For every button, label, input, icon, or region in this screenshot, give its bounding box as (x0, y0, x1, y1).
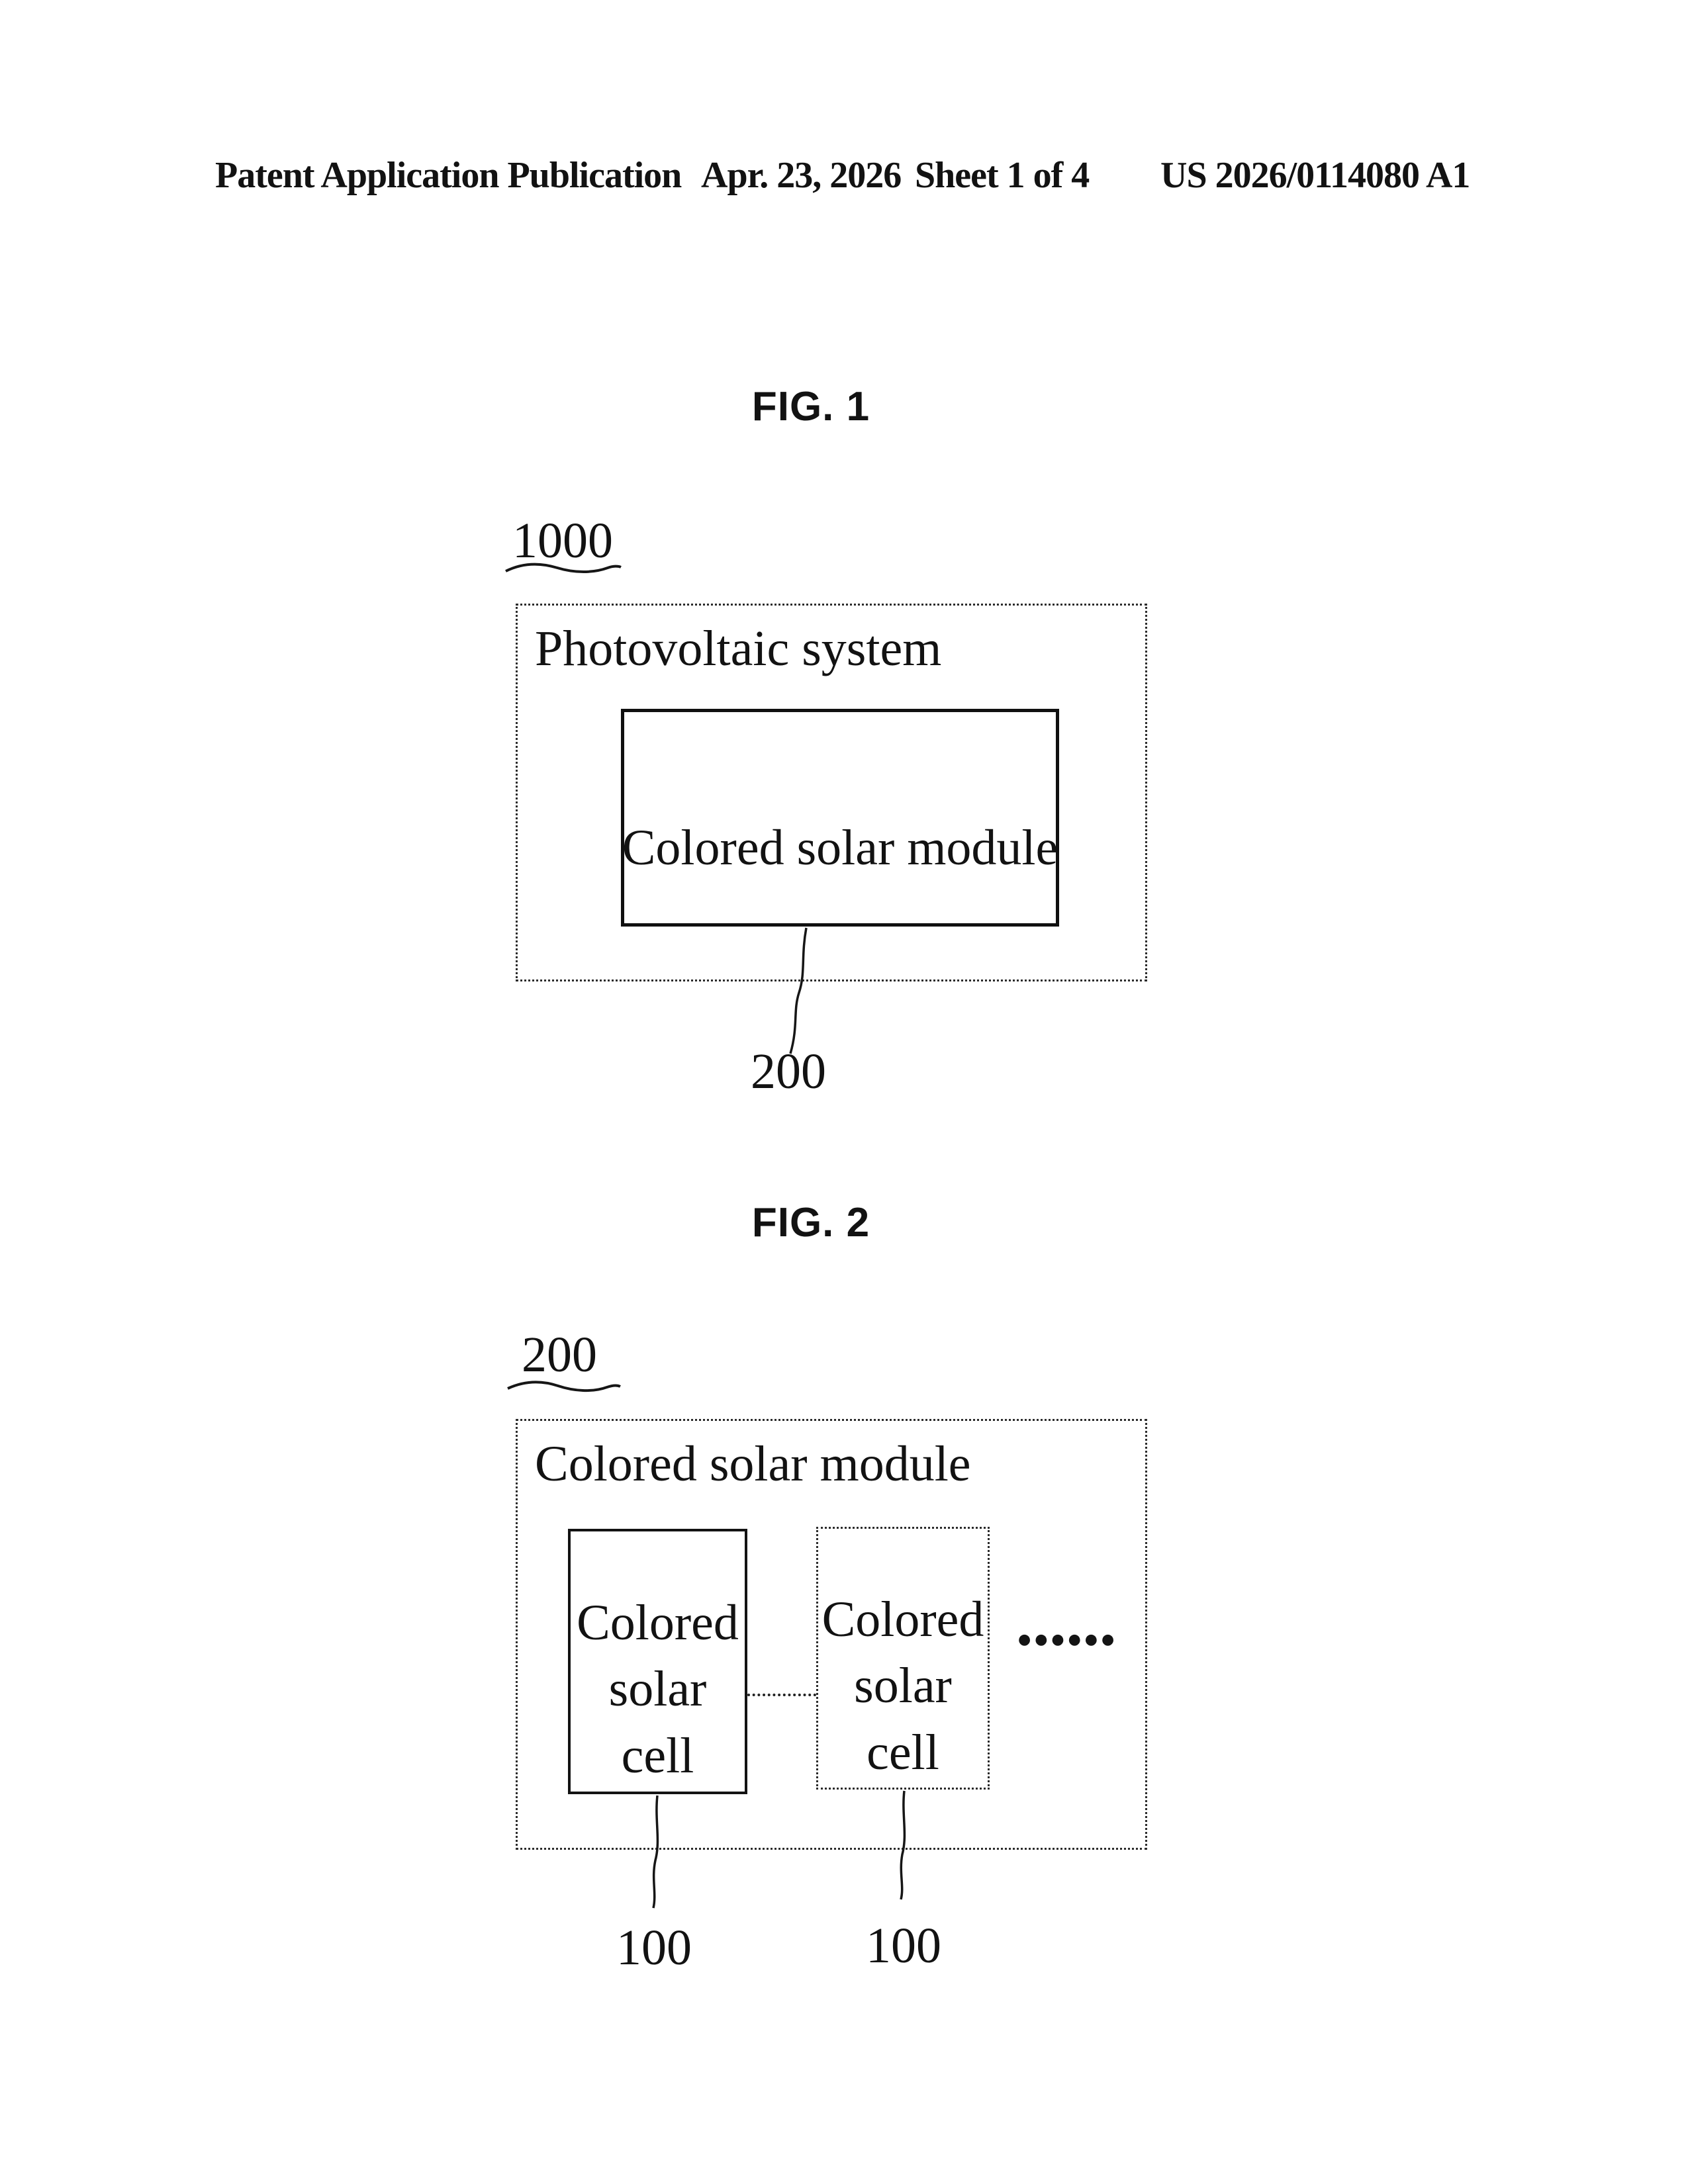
fig2-ref-100-left: 100 (616, 1920, 692, 1976)
ref-200-underline-squiggle (507, 1381, 621, 1392)
cell-right-line1: Colored (821, 1592, 984, 1648)
fig1-leader-line-200 (789, 927, 808, 1054)
fig1-colored-solar-module-label: Colored solar module (622, 819, 1058, 876)
fig2-colored-solar-cell-box-left: Colored solar cell (568, 1529, 747, 1794)
header-publication-type: Patent Application Publication (215, 155, 682, 196)
more-cells-ellipsis-dots: ●●●●●● (1018, 1631, 1119, 1648)
header-document-number: US 2026/0114080 A1 (1160, 155, 1470, 196)
cell-left-line2: solar (608, 1661, 707, 1717)
header-sheet-number: Sheet 1 of 4 (915, 155, 1090, 196)
fig1-photovoltaic-system-label: Photovoltaic system (535, 621, 942, 676)
fig1-ref-1000: 1000 (512, 513, 613, 569)
cell-right-line2: solar (854, 1658, 952, 1714)
cell-right-line3: cell (867, 1724, 939, 1780)
fig2-ref-100-right: 100 (866, 1918, 941, 1974)
ref-1000-underline-squiggle (505, 563, 622, 573)
fig2-colored-solar-module-label: Colored solar module (535, 1436, 971, 1492)
header-publication-date: Apr. 23, 2026 (701, 155, 902, 196)
cell-left-line1: Colored (577, 1595, 739, 1651)
cell-connector-line (747, 1694, 816, 1696)
fig1-ref-200: 200 (751, 1044, 826, 1099)
fig1-colored-solar-module-box: Colored solar module (621, 709, 1059, 927)
fig2-ref-200: 200 (522, 1327, 597, 1383)
fig2-leader-line-100-right (900, 1790, 906, 1900)
fig1-title: FIG. 1 (751, 384, 870, 430)
cell-left-line3: cell (621, 1727, 694, 1784)
fig2-title: FIG. 2 (751, 1200, 870, 1246)
fig2-leader-line-100-left (652, 1795, 659, 1909)
fig2-colored-solar-cell-box-right: Colored solar cell (816, 1527, 990, 1790)
